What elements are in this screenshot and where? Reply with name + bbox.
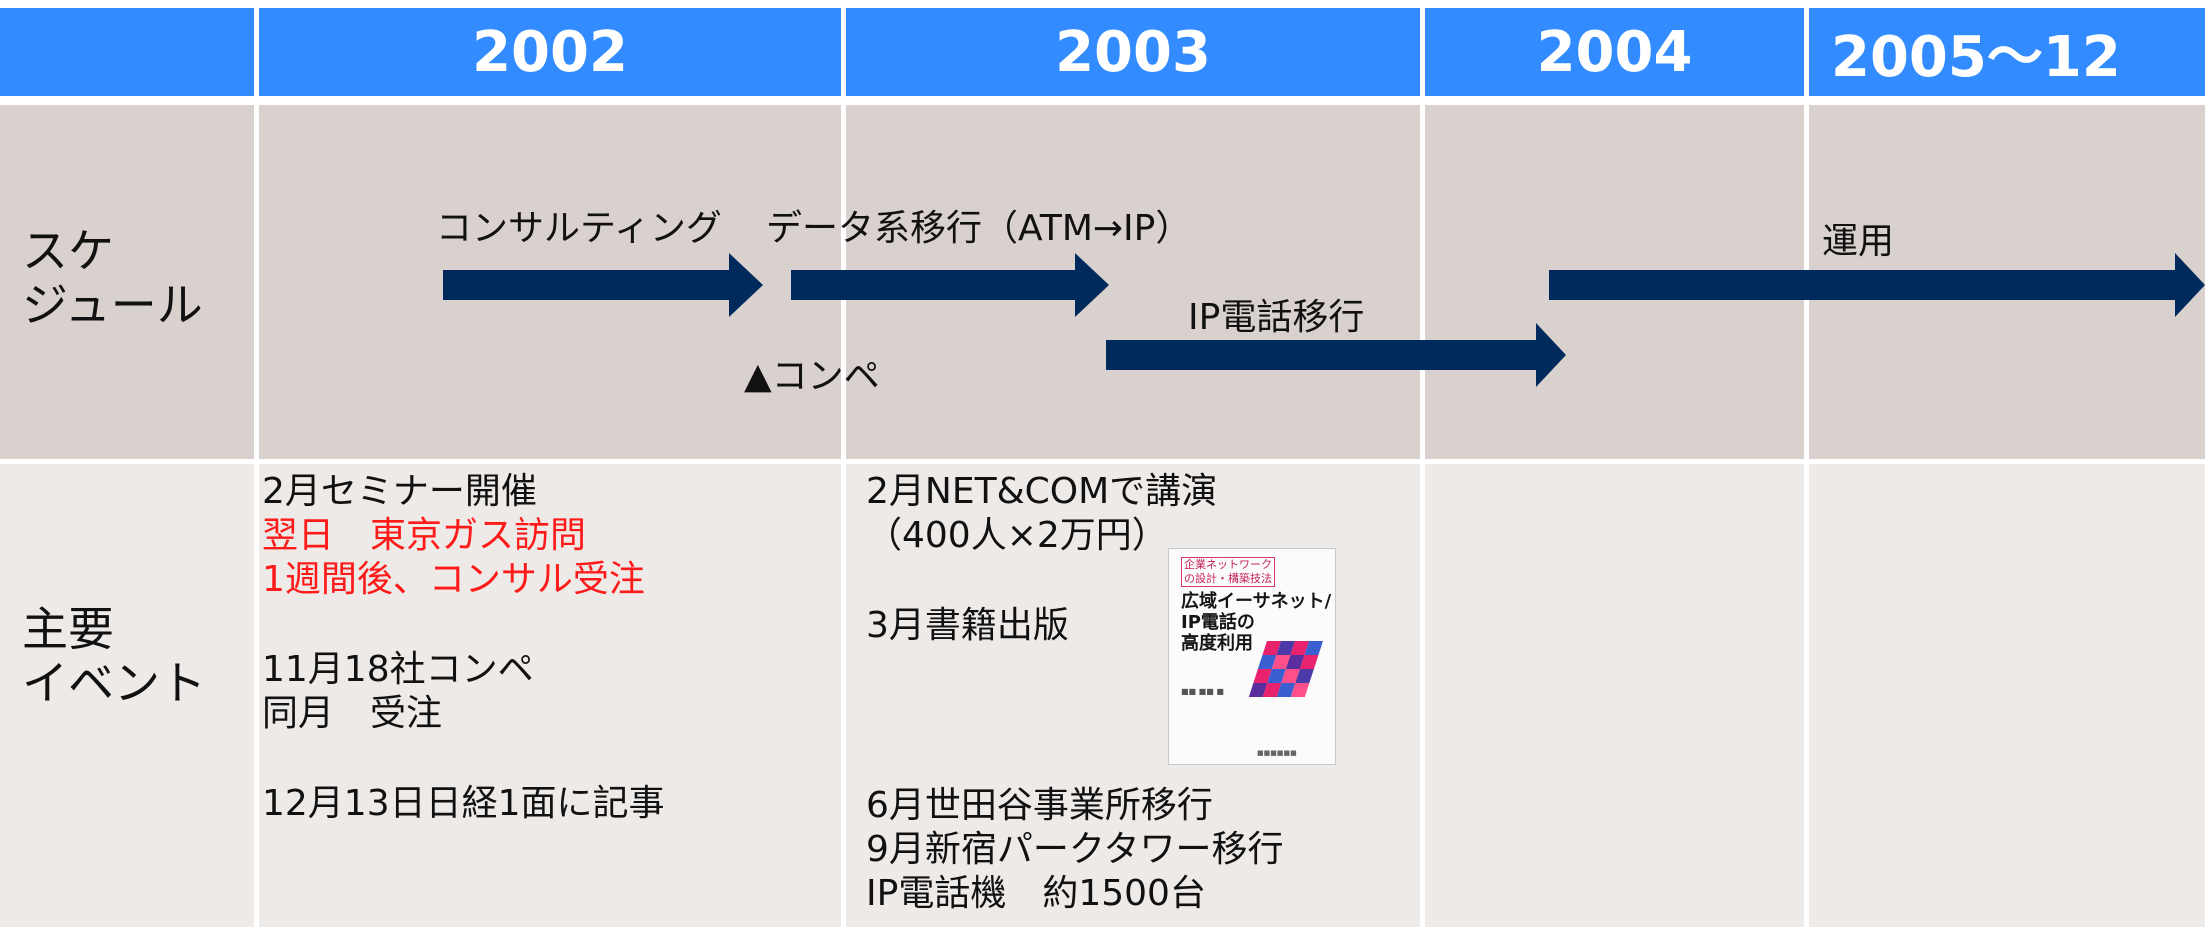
book-cover-author: ■■ ■■ ■: [1181, 687, 1224, 696]
event-same-month-order: 同月 受注: [262, 693, 443, 734]
event-net-com-lecture: 2月NET&COMで講演: [866, 471, 1218, 512]
book-cover-tag: 企業ネットワーク の設計・構築技法: [1181, 557, 1275, 587]
book-cover-tag-text2: の設計・構築技法: [1184, 572, 1272, 585]
events-row-label-line2: イベント: [22, 656, 206, 710]
event-ip-phones-count: IP電話機 約1500台: [866, 873, 1206, 914]
header-year-2003: 2003: [846, 8, 1420, 96]
event-consulting-order: 1週間後、コンサル受注: [262, 559, 645, 600]
events-label-cell: [0, 464, 254, 927]
book-cover-pattern: [1248, 641, 1323, 697]
event-shinjuku-migration: 9月新宿パークタワー移行: [866, 829, 1284, 870]
header-corner: [0, 8, 254, 96]
header-year-2005-12: 2005～12: [1809, 8, 2205, 96]
book-cover-title-line2: IP電話の: [1181, 612, 1255, 633]
header-year-2004: 2004: [1425, 8, 1804, 96]
book-cover-title-line3: 高度利用: [1181, 633, 1253, 654]
event-compe-18: 11月18社コンペ: [262, 649, 534, 690]
data-migration-label: データ系移行（ATM→IP）: [766, 208, 1192, 249]
operation-arrow: [1549, 253, 2205, 317]
event-lecture-detail: （400人×2万円）: [866, 515, 1168, 556]
events-cell-2005-12: [1809, 464, 2205, 927]
event-seminar: 2月セミナー開催: [262, 471, 537, 512]
event-setagaya-migration: 6月世田谷事業所移行: [866, 785, 1213, 826]
book-cover-image: 企業ネットワーク の設計・構築技法 広域イーサネット/ IP電話の 高度利用: [1168, 548, 1336, 765]
book-cover-title-line1: 広域イーサネット/: [1181, 591, 1332, 612]
header-year-2002: 2002: [259, 8, 841, 96]
schedule-row-label-line2: ジュール: [22, 278, 203, 332]
schedule-row-label: スケ ジュール: [22, 224, 203, 332]
ip-phone-migration-arrow: [1106, 323, 1566, 387]
events-row-label: 主要 イベント: [22, 602, 206, 710]
book-cover-publisher: ■■■■■■: [1257, 749, 1297, 757]
event-next-day-visit: 翌日 東京ガス訪問: [262, 515, 587, 556]
ip-phone-migration-label: IP電話移行: [1188, 297, 1365, 338]
data-migration-arrow: [791, 253, 1109, 317]
book-cover-title: 広域イーサネット/ IP電話の 高度利用: [1181, 591, 1331, 654]
schedule-row-label-line1: スケ: [22, 224, 114, 278]
book-cover-tag-text: 企業ネットワーク: [1184, 558, 1272, 571]
events-cell-2004: [1425, 464, 1804, 927]
schedule-label-cell: [0, 105, 254, 459]
event-book-publication: 3月書籍出版: [866, 605, 1069, 646]
compe-marker-label: ▲コンペ: [744, 356, 880, 397]
consulting-label: コンサルティング: [436, 208, 722, 249]
events-cell-2002: [259, 464, 841, 927]
event-nikkei-article: 12月13日日経1面に記事: [262, 783, 665, 824]
consulting-arrow: [443, 253, 763, 317]
operation-label: 運用: [1822, 221, 1895, 262]
events-row-label-line1: 主要: [22, 602, 114, 656]
